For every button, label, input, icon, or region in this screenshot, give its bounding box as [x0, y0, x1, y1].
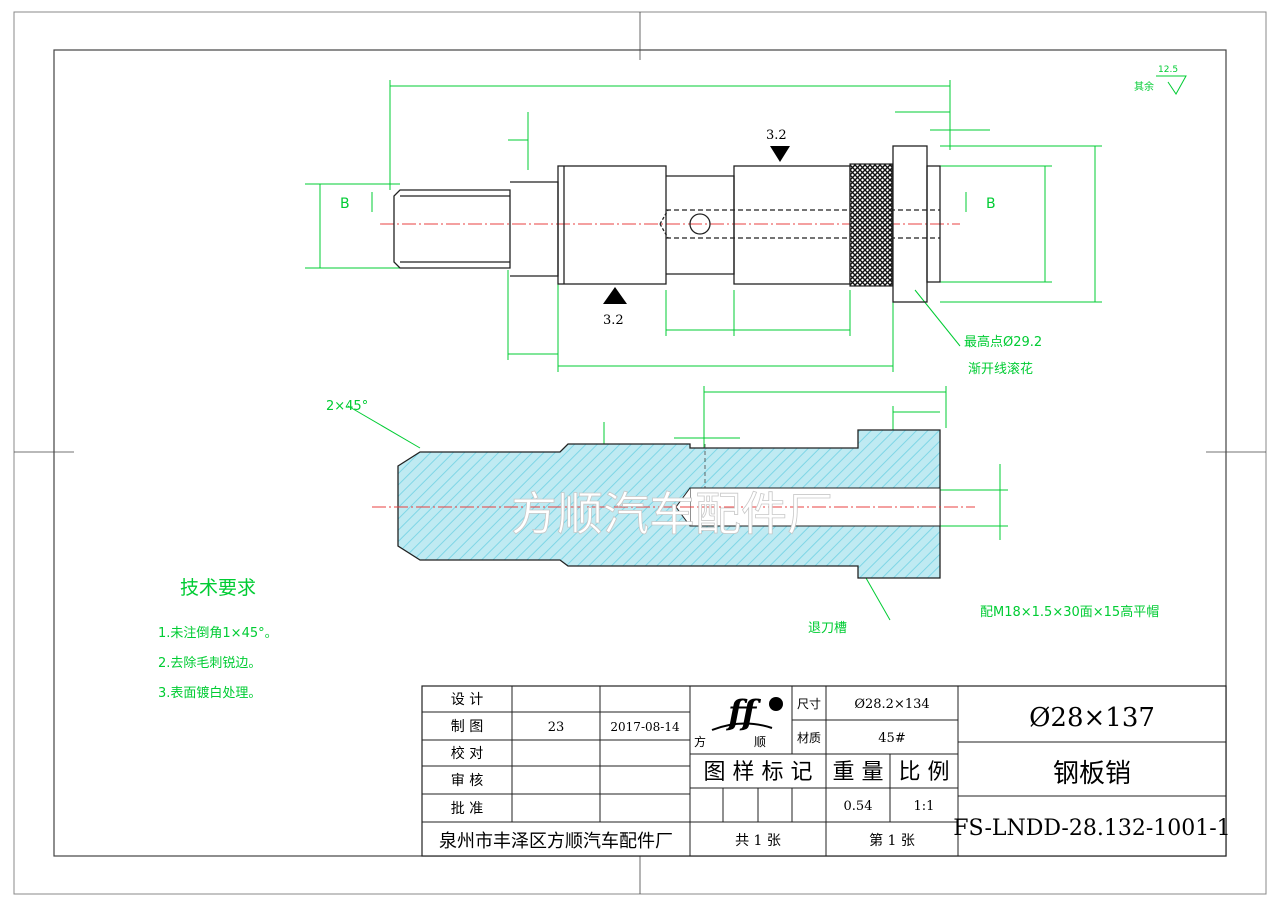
svg-text:ff: ff: [726, 693, 762, 733]
roughness-triangle-bottom: [603, 287, 627, 304]
roughness-mark-1: 3.2: [766, 128, 787, 143]
requirement-item: 2.去除毛刺锐边。: [158, 656, 261, 671]
company-logo: ff: [711, 693, 783, 733]
logo-right-char: 顺: [754, 735, 766, 749]
technical-requirements: 技术要求 1.未注倒角1×45°。 2.去除毛刺锐边。 3.表面镀白处理。: [158, 577, 278, 701]
roughness-symbol-icon: [1156, 75, 1187, 95]
drawing-number: FS-LNDD-28.132-1001-1: [953, 816, 1230, 841]
roughness-mark-2: 3.2: [603, 313, 624, 328]
role-label: 校 对: [451, 745, 483, 762]
roughness-general-label: 其余: [1134, 80, 1154, 93]
role-label: 批 准: [451, 801, 483, 817]
knurl-note-1: 最高点Ø29.2: [964, 334, 1042, 350]
nut-note: 配M18×1.5×30面×15高平帽: [980, 604, 1159, 620]
roughness-general-value: 12.5: [1158, 65, 1178, 75]
sheets-total: 共 1 张: [735, 833, 781, 849]
drawn-by: 23: [548, 720, 565, 735]
requirements-title: 技术要求: [180, 577, 256, 599]
sheet-number: 第 1 张: [869, 832, 915, 849]
section-view: 方顺汽车配件厂 2×45° 退刀槽 配M18×1.5×30面×15高平帽: [326, 386, 1159, 636]
scale-value: 1:1: [914, 799, 935, 814]
drawing-date: 2017-08-14: [610, 720, 680, 734]
requirement-item: 1.未注倒角1×45°。: [158, 626, 278, 641]
logo-left-char: 方: [694, 734, 706, 749]
material-label: 材质: [797, 731, 821, 745]
weight-value: 0.54: [844, 799, 873, 814]
scale-header: 比 例: [899, 760, 950, 785]
watermark: 方顺汽车配件厂: [511, 487, 833, 541]
size-value: Ø28.2×134: [854, 697, 929, 712]
sample-mark-header: 图 样 标 记: [704, 760, 813, 785]
title-block: 设 计 制 图 校 对 审 核 批 准 23 2017-08-14 ff 方 顺…: [421, 685, 1231, 857]
undercut-note: 退刀槽: [808, 621, 847, 636]
roughness-triangle-top: [770, 146, 790, 162]
top-view: 3.2 3.2 B B 其余 12.5 最高点Ø29.2 渐开线滚花: [305, 65, 1187, 377]
role-label: 设 计: [451, 692, 483, 708]
part-name: 钢板销: [1053, 759, 1131, 789]
section-label-left: B: [340, 196, 350, 212]
material-value: 45#: [878, 731, 905, 746]
section-label-right: B: [986, 196, 996, 212]
requirement-item: 3.表面镀白处理。: [158, 685, 261, 701]
section-body: [397, 429, 941, 579]
size-label: 尺寸: [797, 697, 821, 711]
role-label: 审 核: [451, 773, 483, 789]
knurl-note-2: 渐开线滚花: [968, 361, 1033, 377]
dimension-lines-top: [305, 80, 1102, 372]
knurl-section: [849, 163, 893, 287]
part-size: Ø28×137: [1029, 703, 1155, 733]
chamfer-note: 2×45°: [326, 399, 368, 414]
pin-outline-top: [393, 145, 941, 303]
weight-header: 重 量: [833, 760, 884, 785]
role-label: 制 图: [451, 719, 483, 735]
company-name: 泉州市丰泽区方顺汽车配件厂: [439, 831, 673, 852]
